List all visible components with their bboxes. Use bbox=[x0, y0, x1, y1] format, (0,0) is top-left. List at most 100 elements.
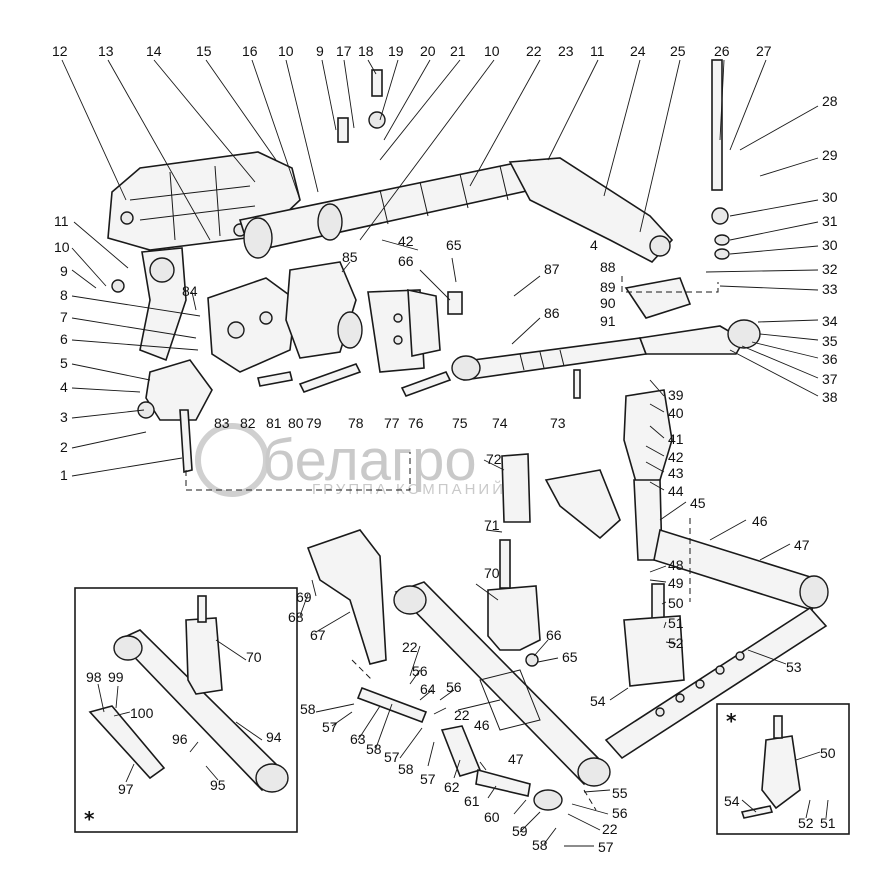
watermark-tagline: ГРУППА КОМПАНИЙ bbox=[312, 480, 506, 498]
callout-58b: 58 bbox=[366, 741, 382, 757]
callout-57c: 57 bbox=[420, 771, 436, 787]
callout-46: 46 bbox=[752, 513, 768, 529]
yoke-70 bbox=[487, 453, 541, 651]
callout-40: 40 bbox=[668, 405, 684, 421]
callout-70: 70 bbox=[484, 565, 500, 581]
callout-19: 19 bbox=[388, 43, 404, 59]
callout-10b: 10 bbox=[484, 43, 500, 59]
callout-23: 23 bbox=[558, 43, 574, 59]
callout-51b: 51 bbox=[820, 815, 836, 831]
callout-39: 39 bbox=[668, 387, 684, 403]
callout-12: 12 bbox=[52, 43, 68, 59]
callout-10: 10 bbox=[278, 43, 294, 59]
callout-65b: 65 bbox=[562, 649, 578, 665]
callout-46b: 46 bbox=[474, 717, 490, 733]
callout-48: 48 bbox=[668, 557, 684, 573]
callout-96: 96 bbox=[172, 731, 188, 747]
callout-54: 54 bbox=[590, 693, 606, 709]
callout-57: 57 bbox=[322, 719, 338, 735]
lower-link-arm bbox=[145, 359, 213, 474]
callout-18: 18 bbox=[358, 43, 374, 59]
callout-89: 89 bbox=[600, 279, 616, 295]
callout-70b: 70 bbox=[246, 649, 262, 665]
misc-fasteners bbox=[111, 279, 581, 667]
watermark-brand: белагро bbox=[262, 428, 477, 493]
callout-97: 97 bbox=[118, 781, 134, 797]
callout-17: 17 bbox=[336, 43, 352, 59]
stabilizer-bracket bbox=[306, 529, 387, 665]
callout-52b: 52 bbox=[798, 815, 814, 831]
callout-22b: 22 bbox=[402, 639, 418, 655]
callout-15: 15 bbox=[196, 43, 212, 59]
watermark: белагро ГРУППА КОМПАНИЙ bbox=[195, 423, 506, 498]
mount-plates bbox=[367, 288, 441, 373]
callout-82: 82 bbox=[240, 415, 256, 431]
inset-right-frame bbox=[716, 703, 850, 835]
callout-24: 24 bbox=[630, 43, 646, 59]
pins-and-bolts bbox=[257, 69, 452, 397]
callout-36: 36 bbox=[822, 351, 838, 367]
callout-56: 56 bbox=[412, 663, 428, 679]
watermark-logo-ring bbox=[195, 423, 269, 497]
callout-52: 52 bbox=[668, 635, 684, 651]
callout-22c: 22 bbox=[454, 707, 470, 723]
callout-95: 95 bbox=[210, 777, 226, 793]
callout-14: 14 bbox=[146, 43, 162, 59]
callout-58c: 58 bbox=[398, 761, 414, 777]
callout-64: 64 bbox=[420, 681, 436, 697]
callout-30b: 30 bbox=[822, 237, 838, 253]
inset-left-frame bbox=[74, 587, 298, 833]
callout-58d: 58 bbox=[532, 837, 548, 853]
callout-22d: 22 bbox=[602, 821, 618, 837]
callout-labels: 12 13 14 15 16 10 9 17 18 19 20 21 10 22… bbox=[52, 43, 838, 855]
callout-21: 21 bbox=[450, 43, 466, 59]
callout-37: 37 bbox=[822, 371, 838, 387]
callout-83: 83 bbox=[214, 415, 230, 431]
callout-2: 2 bbox=[60, 439, 68, 455]
callout-26: 26 bbox=[714, 43, 730, 59]
callout-11b: 11 bbox=[54, 213, 69, 229]
support-bracket bbox=[207, 277, 297, 373]
callout-68: 68 bbox=[288, 609, 304, 625]
top-link-turnbuckle bbox=[451, 319, 761, 381]
callout-65: 65 bbox=[446, 237, 462, 253]
callout-86: 86 bbox=[544, 305, 560, 321]
callout-44: 44 bbox=[668, 483, 684, 499]
callout-59: 59 bbox=[512, 823, 528, 839]
callout-72: 72 bbox=[486, 451, 502, 467]
callout-80: 80 bbox=[288, 415, 304, 431]
callout-42: 42 bbox=[398, 233, 414, 249]
lift-arm-left bbox=[139, 247, 187, 362]
callout-1: 1 bbox=[60, 467, 68, 483]
callout-56c: 56 bbox=[612, 805, 628, 821]
callout-69: 69 bbox=[296, 589, 312, 605]
callout-60: 60 bbox=[484, 809, 500, 825]
drawbar bbox=[604, 606, 828, 760]
callout-47b: 47 bbox=[508, 751, 524, 767]
callout-56b: 56 bbox=[446, 679, 462, 695]
lift-rod-assembly bbox=[544, 389, 685, 687]
callout-4b: 4 bbox=[590, 237, 598, 253]
callout-81: 81 bbox=[266, 415, 282, 431]
callout-42b: 42 bbox=[668, 449, 684, 465]
callout-9b: 9 bbox=[60, 263, 68, 279]
callout-78: 78 bbox=[348, 415, 364, 431]
callout-62: 62 bbox=[444, 779, 460, 795]
callout-20: 20 bbox=[420, 43, 436, 59]
callout-75: 75 bbox=[452, 415, 468, 431]
callout-35: 35 bbox=[822, 333, 838, 349]
callout-87: 87 bbox=[544, 261, 560, 277]
callout-63: 63 bbox=[350, 731, 366, 747]
callout-30: 30 bbox=[822, 189, 838, 205]
callout-41: 41 bbox=[668, 431, 684, 447]
callout-9: 9 bbox=[316, 43, 324, 59]
callout-7: 7 bbox=[60, 309, 68, 325]
callout-31: 31 bbox=[822, 213, 838, 229]
callout-58: 58 bbox=[300, 701, 316, 717]
callout-34: 34 bbox=[822, 313, 838, 329]
callout-85: 85 bbox=[342, 249, 358, 265]
callout-67: 67 bbox=[310, 627, 326, 643]
callout-71: 71 bbox=[484, 517, 500, 533]
